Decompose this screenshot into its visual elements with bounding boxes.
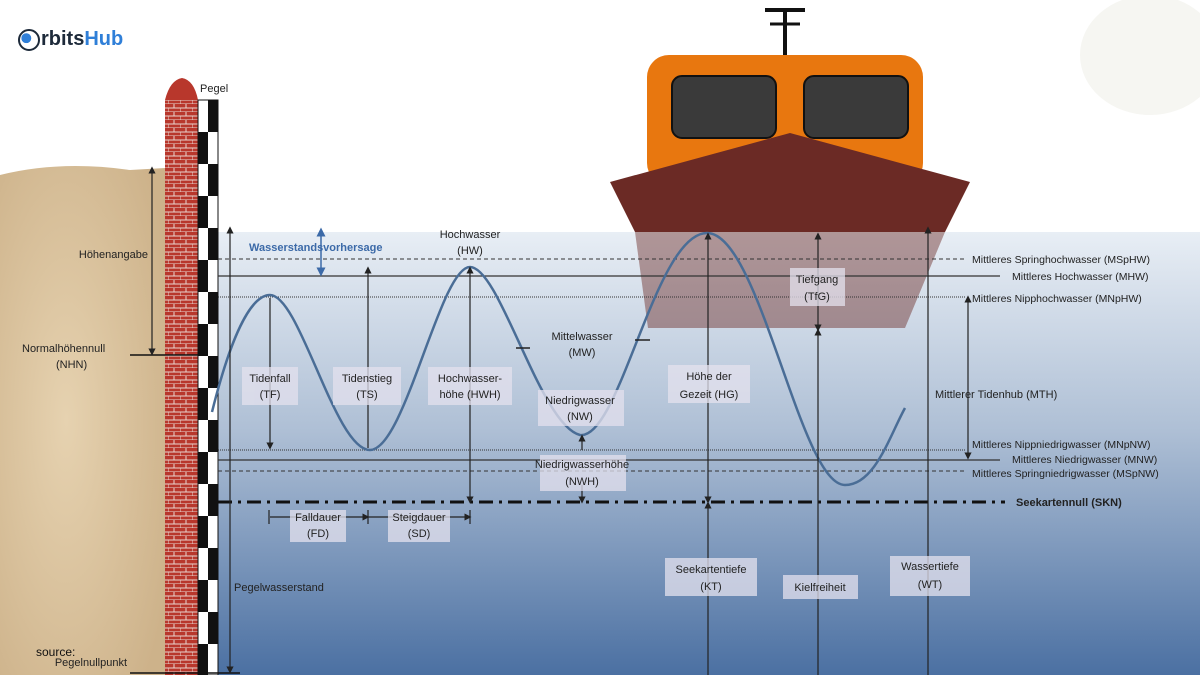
label-nw-1: Niedrigwasser <box>545 395 615 407</box>
label-wasserstandsvorhersage: Wasserstandsvorhersage <box>249 242 383 254</box>
label-hwh-1: Hochwasser- <box>438 373 503 385</box>
gauge-mark <box>198 580 208 612</box>
gauge-mark <box>198 452 208 484</box>
box-fd <box>290 510 346 542</box>
logo-text-prefix: rbits <box>41 28 85 50</box>
label-wt-2: (WT) <box>918 579 942 591</box>
label-nwh-2: (NWH) <box>565 476 599 488</box>
gauge-mark <box>198 132 208 164</box>
gauge-mark <box>208 548 218 580</box>
ship-window-right <box>803 75 909 139</box>
box-sd <box>388 510 450 542</box>
sand-area <box>0 166 165 675</box>
label-skn: Seekartennull (SKN) <box>1016 497 1122 509</box>
label-ts-2: (TS) <box>356 389 377 401</box>
box-tiefgang <box>790 268 845 306</box>
tide-curve <box>210 231 907 487</box>
label-nwh-1: Niedrigwasserhöhe <box>535 459 629 471</box>
gauge-mark <box>198 196 208 228</box>
box-hg <box>668 365 750 403</box>
label-kielfreiheit: Kielfreiheit <box>794 582 845 594</box>
label-nw-2: (NW) <box>567 411 593 423</box>
label-fd-1: Falldauer <box>295 512 341 524</box>
box-tidenstieg <box>333 367 401 405</box>
gauge-mark <box>208 292 218 324</box>
gauge-mark <box>208 228 218 260</box>
label-mth: Mittlerer Tidenhub (MTH) <box>935 389 1057 401</box>
source-label: source: <box>36 645 76 659</box>
label-hw-1: Hochwasser <box>440 229 501 241</box>
label-fd-2: (FD) <box>307 528 329 540</box>
box-nwh <box>540 455 626 491</box>
box-kt <box>665 558 757 596</box>
pegel-pillar <box>165 78 219 676</box>
box-kielfreiheit <box>783 575 858 599</box>
gauge-mark <box>198 516 208 548</box>
label-pegelnullpunkt: Pegelnullpunkt <box>55 657 127 669</box>
label-mw-2: (MW) <box>569 347 596 359</box>
label-nhn-1: Normalhöhennull <box>22 343 105 355</box>
globe-icon <box>18 28 40 51</box>
box-hwh <box>428 367 512 405</box>
pillar-bricks <box>165 100 198 675</box>
gauge-mark <box>198 260 208 292</box>
label-mnphw: Mittleres Nipphochwasser (MNpHW) <box>972 293 1142 305</box>
label-msphw: Mittleres Springhochwasser (MSpHW) <box>972 254 1150 266</box>
gauge-mark <box>208 100 218 132</box>
label-mw-1: Mittelwasser <box>551 331 612 343</box>
label-sd-2: (SD) <box>408 528 431 540</box>
ship <box>610 8 970 328</box>
gauge-mark <box>208 612 218 644</box>
label-ts-1: Tidenstieg <box>342 373 392 385</box>
label-hg-2: Gezeit (HG) <box>680 389 739 401</box>
ship-hull-above <box>610 133 970 232</box>
label-pegelwasserstand: Pegelwasserstand <box>234 582 324 594</box>
label-sd-1: Steigdauer <box>392 512 446 524</box>
label-tfg-1: Tiefgang <box>796 274 838 286</box>
label-hg-1: Höhe der <box>686 371 732 383</box>
label-tf-2: (TF) <box>260 389 281 401</box>
background-smudge <box>1080 0 1200 115</box>
gauge-mark <box>208 356 218 388</box>
gauge-mark <box>198 388 208 420</box>
box-nw <box>538 390 624 426</box>
label-hw-2: (HW) <box>457 245 483 257</box>
gauge-mark <box>198 644 208 675</box>
label-mnw: Mittleres Niedrigwasser (MNW) <box>1012 454 1157 466</box>
pillar-top <box>165 78 198 100</box>
label-kt-2: (KT) <box>700 581 721 593</box>
ship-window-left <box>671 75 777 139</box>
gauge-mark <box>208 420 218 452</box>
box-tidenfall <box>242 367 298 405</box>
label-hwh-2: höhe (HWH) <box>439 389 500 401</box>
label-mhw: Mittleres Hochwasser (MHW) <box>1012 271 1149 283</box>
label-pegel: Pegel <box>200 83 228 95</box>
orbitshub-logo: rbits Hub <box>18 28 123 51</box>
label-boxes <box>242 268 970 599</box>
label-wt-1: Wassertiefe <box>901 561 959 573</box>
gauge-mark <box>208 484 218 516</box>
label-nhn-2: (NHN) <box>56 359 87 371</box>
gauge-mark <box>208 164 218 196</box>
label-kt-1: Seekartentiefe <box>676 564 747 576</box>
logo-text-suffix: Hub <box>84 28 124 50</box>
label-mspnw: Mittleres Springniedrigwasser (MSpNW) <box>972 468 1159 480</box>
label-hoehenangabe: Höhenangabe <box>79 249 148 261</box>
label-mnpnw: Mittleres Nippniedrigwasser (MNpNW) <box>972 439 1151 451</box>
gauge-mark <box>198 324 208 356</box>
label-tf-1: Tidenfall <box>249 373 290 385</box>
box-wt <box>890 556 970 596</box>
label-tfg-2: (TfG) <box>804 291 830 303</box>
gauge-marks <box>198 100 218 675</box>
